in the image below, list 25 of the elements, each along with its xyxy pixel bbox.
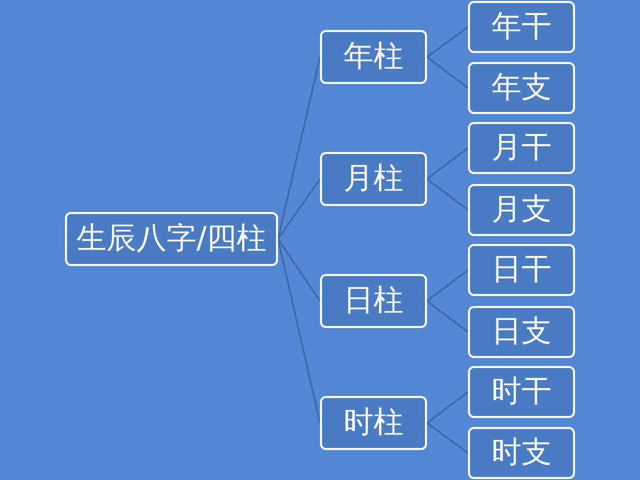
connector-line xyxy=(277,238,321,302)
node-box: 时柱 xyxy=(320,396,427,450)
connector-line xyxy=(426,178,468,211)
node-box: 年柱 xyxy=(320,30,427,84)
connector-line xyxy=(426,147,468,180)
connector-line xyxy=(277,178,321,240)
node-box: 时支 xyxy=(468,427,575,479)
connector-line xyxy=(426,26,468,58)
connector-line xyxy=(426,269,468,302)
connector-line xyxy=(426,56,468,89)
node-box: 日干 xyxy=(468,244,575,296)
node-box: 生辰八字/四柱 xyxy=(65,212,278,266)
connector-line xyxy=(426,422,468,454)
node-box: 时干 xyxy=(468,366,575,418)
connector-line xyxy=(426,391,468,424)
node-box: 月柱 xyxy=(320,152,427,206)
node-box: 月干 xyxy=(468,122,575,174)
connector-line xyxy=(277,56,321,240)
node-box: 年干 xyxy=(468,1,575,53)
connector-line xyxy=(277,238,321,424)
node-box: 日支 xyxy=(468,306,575,358)
node-box: 月支 xyxy=(468,184,575,236)
node-box: 年支 xyxy=(468,62,575,114)
connector-line xyxy=(426,300,468,333)
node-box: 日柱 xyxy=(320,274,427,328)
